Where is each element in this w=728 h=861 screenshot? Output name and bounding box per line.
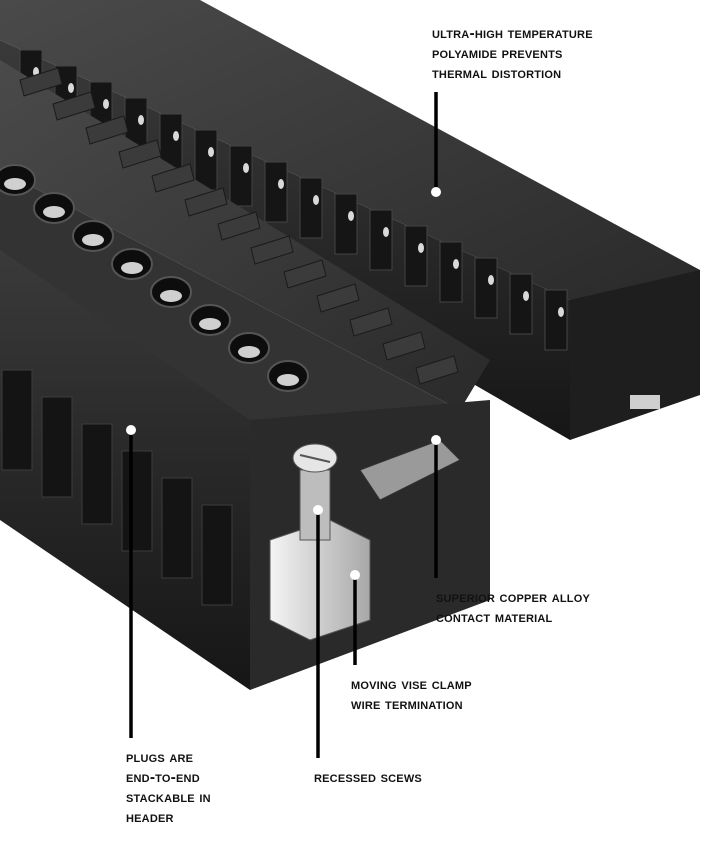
plug-cell xyxy=(121,450,153,552)
header-contact xyxy=(138,115,144,125)
header-contact xyxy=(383,227,389,237)
plug-rib xyxy=(415,355,459,385)
plug-side-cells xyxy=(1,369,233,606)
header-slot xyxy=(404,225,428,287)
plug-cell xyxy=(81,423,113,525)
callout-temperature: Ultra-high temperature polyamide prevent… xyxy=(432,25,593,82)
screw-head-visible xyxy=(121,262,143,274)
screw-head-visible xyxy=(238,346,260,358)
plug-rib xyxy=(52,91,96,121)
header-contact xyxy=(243,163,249,173)
cutaway-clamp xyxy=(269,439,461,641)
plug-rib xyxy=(184,187,228,217)
callout-recessed-screws: Recessed scews xyxy=(314,769,422,786)
plug-rib xyxy=(217,211,261,241)
plug-cell xyxy=(41,396,73,498)
screw-head-visible xyxy=(160,290,182,302)
screw-head-visible xyxy=(199,318,221,330)
callout-copper: Superior copper alloy contact material xyxy=(436,589,590,626)
header-contact xyxy=(348,211,354,221)
header-slot xyxy=(194,129,218,191)
header-contact xyxy=(208,147,214,157)
header-contact xyxy=(418,243,424,253)
header-contact xyxy=(278,179,284,189)
header-slot xyxy=(474,257,498,319)
header-slot xyxy=(229,145,253,207)
screw-head-visible xyxy=(4,178,26,190)
header-contact xyxy=(488,275,494,285)
screw-thread xyxy=(299,469,331,541)
plug-rib xyxy=(118,139,162,169)
plug-rib xyxy=(283,259,327,289)
plug-cell xyxy=(1,369,33,471)
callout-plugs-stackable: Plugs are end-to-end stackable in header xyxy=(126,749,211,826)
header-slot xyxy=(544,289,568,351)
plug-cell xyxy=(161,477,193,579)
plug-cell xyxy=(201,504,233,606)
screw-head-visible xyxy=(277,374,299,386)
plug-rib xyxy=(250,235,294,265)
leader-lines xyxy=(126,92,441,758)
screw-head-visible xyxy=(43,206,65,218)
header-slot xyxy=(369,209,393,271)
header-contact xyxy=(103,99,109,109)
header-contact xyxy=(558,307,564,317)
plug-ribs xyxy=(19,67,459,385)
header-contact xyxy=(68,83,74,93)
header-contact xyxy=(523,291,529,301)
header-slot xyxy=(439,241,463,303)
plug-rib xyxy=(19,67,63,97)
screw-head-visible xyxy=(82,234,104,246)
plug-rib xyxy=(85,115,129,145)
header-slot xyxy=(334,193,358,255)
header-contact xyxy=(173,131,179,141)
header-pin xyxy=(630,395,660,409)
plug-rib xyxy=(316,283,360,313)
plug-rib xyxy=(349,307,393,337)
header-contact xyxy=(453,259,459,269)
header-slot xyxy=(264,161,288,223)
plug-rib xyxy=(382,331,426,361)
header-slot xyxy=(299,177,323,239)
callout-vise-clamp: Moving vise clamp wire termination xyxy=(351,676,472,713)
header-slot xyxy=(509,273,533,335)
plug-rib xyxy=(151,163,195,193)
header-contact xyxy=(313,195,319,205)
screw-access-holes xyxy=(0,164,309,392)
